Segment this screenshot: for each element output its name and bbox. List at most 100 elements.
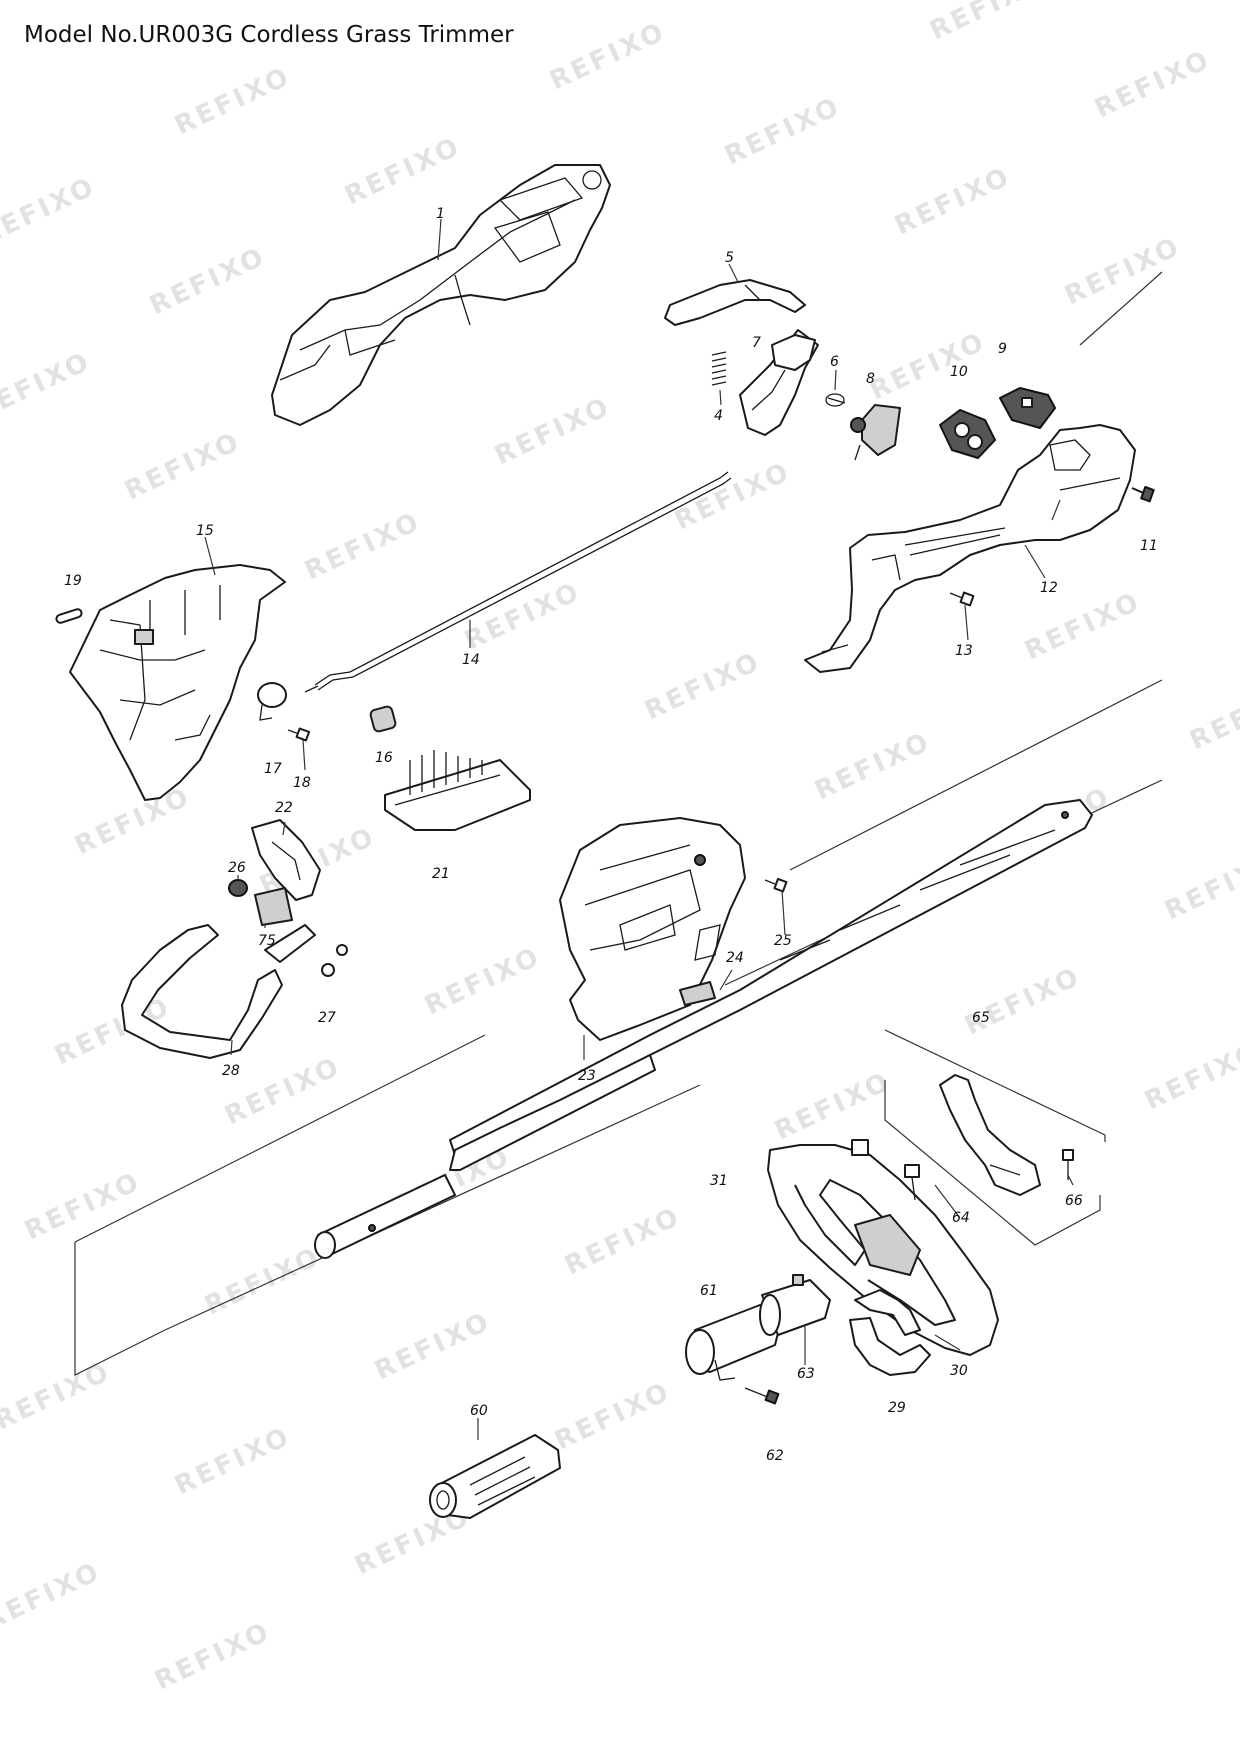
- part-16-sleeve: [369, 705, 397, 733]
- part-14-wire-harness: [304, 471, 732, 693]
- part-label-17: 17: [264, 761, 282, 777]
- part-25-screw: [764, 877, 788, 893]
- part-label-4: 4: [714, 408, 723, 424]
- watermark: REFIXO: [865, 327, 990, 407]
- part-label-10: 10: [950, 364, 968, 380]
- part-66-screw: [1062, 1149, 1074, 1180]
- part-label-1: 1: [436, 206, 445, 222]
- part-label-63: 63: [797, 1366, 815, 1382]
- part-label-26: 26: [228, 860, 246, 876]
- part-label-9: 9: [998, 341, 1007, 357]
- watermark: REFIXO: [1020, 587, 1145, 667]
- part-label-22: 22: [275, 800, 293, 816]
- part-62-bolt: [744, 1387, 780, 1405]
- watermark: REFIXO: [0, 1557, 106, 1637]
- part-64-bolt: [904, 1164, 920, 1201]
- watermark: REFIXO: [20, 1167, 145, 1247]
- part-label-24: 24: [726, 950, 744, 966]
- part-label-64: 64: [952, 1210, 970, 1226]
- part-label-30: 30: [950, 1363, 968, 1379]
- main-shaft-pipe: [314, 799, 1093, 1259]
- watermark: REFIXO: [150, 1617, 275, 1697]
- guide-line: [74, 1034, 486, 1243]
- watermark: REFIXO: [670, 457, 795, 537]
- part-13-screw: [949, 591, 975, 607]
- watermark: REFIXO: [200, 1242, 325, 1322]
- watermark: REFIXO: [545, 17, 670, 97]
- part-label-6: 6: [830, 354, 839, 370]
- part-9-cover: [999, 387, 1056, 429]
- leader-lines: [204, 218, 1074, 1440]
- watermark: REFIXO: [890, 162, 1015, 242]
- watermark: REFIXO: [0, 172, 101, 252]
- part-19-pin: [55, 608, 83, 624]
- guide-line: [1079, 271, 1163, 346]
- page-title: Model No.UR003G Cordless Grass Trimmer: [24, 22, 514, 48]
- watermark: REFIXO: [0, 347, 96, 427]
- part-12-handle-housing: [804, 424, 1136, 673]
- watermark: REFIXO: [120, 427, 245, 507]
- watermark: REFIXO: [810, 727, 935, 807]
- watermark: REFIXO: [640, 647, 765, 727]
- watermark: REFIXO: [0, 1357, 116, 1437]
- part-7-switch-trigger: [739, 329, 819, 436]
- guide-line: [164, 1084, 701, 1331]
- part-number-labels: 1 5 7 4 6 8 9 10 11 12 13 14 15 19 16 17…: [64, 206, 1158, 1464]
- watermark: REFIXO: [370, 1307, 495, 1387]
- part-63-collar: [759, 1274, 831, 1336]
- watermark: REFIXO: [170, 1422, 295, 1502]
- watermark: REFIXO: [925, 0, 1050, 46]
- part-label-7: 7: [752, 335, 761, 351]
- part-17-clamp: [257, 682, 287, 721]
- watermark: REFIXO: [1090, 45, 1215, 125]
- part-28-loop-handle: [121, 924, 283, 1059]
- part-label-75: 75: [258, 933, 276, 949]
- part-8-switch: [850, 404, 901, 461]
- watermark: REFIXO: [145, 242, 270, 322]
- part-label-31: 31: [710, 1173, 728, 1189]
- watermark: REFIXO: [1060, 232, 1185, 312]
- part-label-25: 25: [774, 933, 792, 949]
- watermark: REFIXO: [70, 782, 195, 862]
- part-label-11: 11: [1140, 538, 1158, 554]
- part-label-29: 29: [888, 1400, 906, 1416]
- watermark: REFIXO: [720, 92, 845, 172]
- part-label-60: 60: [470, 1403, 488, 1419]
- part-label-8: 8: [866, 371, 875, 387]
- part-75-label: [254, 887, 293, 926]
- part-label-19: 19: [64, 573, 82, 589]
- watermark: REFIXO: [550, 1377, 675, 1457]
- part-label-12: 12: [1040, 580, 1058, 596]
- part-27-fasteners: [264, 924, 348, 977]
- watermark: REFIXO: [1140, 1037, 1240, 1117]
- part-label-16: 16: [375, 750, 393, 766]
- part-label-62: 62: [766, 1448, 784, 1464]
- part-30-clamp-upper: [854, 1289, 921, 1336]
- watermark: REFIXO: [770, 1067, 895, 1147]
- part-label-5: 5: [725, 250, 734, 266]
- part-11-screw: [1131, 485, 1155, 503]
- part-washer: [851, 1139, 869, 1156]
- part-1-upper-housing: [271, 164, 611, 426]
- watermark: REFIXO: [490, 392, 615, 472]
- watermark: REFIXO: [960, 962, 1085, 1042]
- part-60-grip: [429, 1434, 561, 1519]
- part-label-13: 13: [955, 643, 973, 659]
- part-label-28: 28: [222, 1063, 240, 1079]
- part-10-rubber-pad: [939, 409, 996, 459]
- part-6-spring-clip: [825, 393, 846, 407]
- part-label-14: 14: [462, 652, 480, 668]
- part-label-23: 23: [578, 1068, 596, 1084]
- watermark: REFIXO: [1185, 677, 1240, 757]
- part-26-collar: [228, 879, 248, 897]
- guide-line: [789, 679, 1163, 871]
- part-15-motor-housing: [69, 564, 286, 801]
- watermark: REFIXO: [1160, 847, 1240, 927]
- part-21-controller: [384, 750, 531, 831]
- part-label-27: 27: [318, 1010, 336, 1026]
- part-label-66: 66: [1065, 1193, 1083, 1209]
- part-label-18: 18: [293, 775, 311, 791]
- guide-line: [884, 1029, 1106, 1136]
